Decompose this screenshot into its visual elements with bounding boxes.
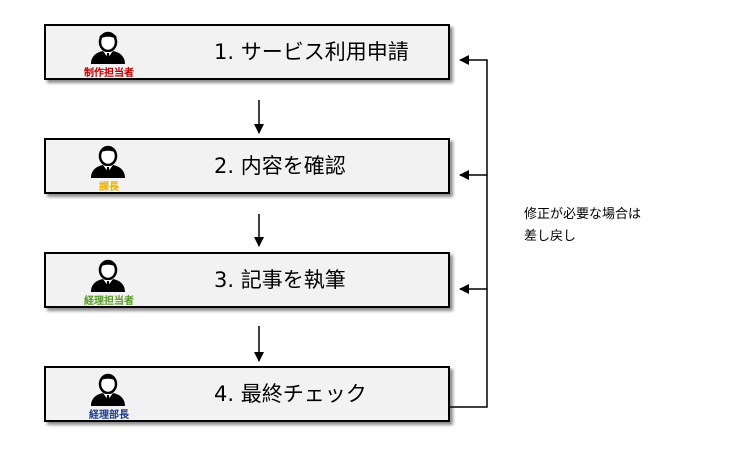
person-icon (91, 373, 125, 406)
step-role-3: 経理担当者 (84, 296, 134, 307)
person-icon (91, 31, 125, 64)
step-role-1: 制作担当者 (84, 68, 134, 79)
step-box-3: 経理担当者 3. 記事を執筆 (44, 252, 450, 308)
step-role-4: 経理部長 (89, 410, 129, 421)
step-box-1: 制作担当者 1. サービス利用申請 (44, 24, 450, 80)
feedback-loop-line (450, 55, 488, 408)
step-label-2: 2. 内容を確認 (214, 154, 346, 178)
step-label-1: 1. サービス利用申請 (214, 40, 409, 64)
step-box-4: 経理部長 4. 最終チェック (44, 366, 450, 422)
feedback-note-line-2: 差し戻し (524, 229, 577, 244)
step-label-3: 3. 記事を執筆 (214, 268, 346, 292)
feedback-note-line-1: 修正が必要な場合は (524, 207, 642, 222)
step-box-2: 課長 2. 内容を確認 (44, 138, 450, 194)
person-icon (91, 259, 125, 292)
step-label-4: 4. 最終チェック (214, 382, 367, 406)
person-icon (91, 145, 125, 178)
step-role-2: 課長 (99, 182, 119, 193)
feedback-note: 修正が必要な場合は 差し戻し (524, 204, 641, 248)
